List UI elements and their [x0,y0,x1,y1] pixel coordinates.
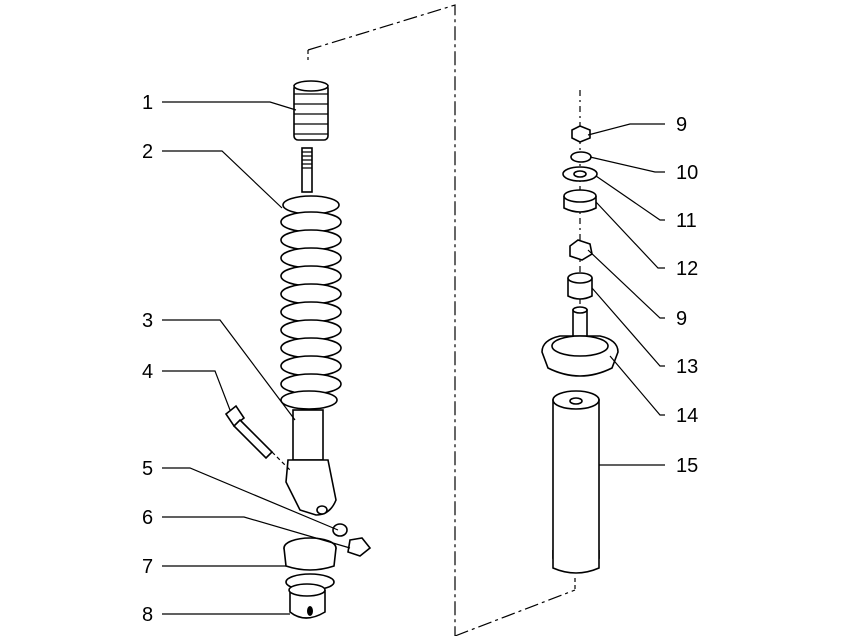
left-assembly [224,80,372,619]
callout-15: 15 [676,455,698,477]
callout-11: 11 [676,210,697,232]
lower-cup-part [288,583,326,619]
washer-10-part [570,151,592,163]
callout-9-top: 9 [676,114,687,136]
callout-12: 12 [676,258,698,280]
spring-seat-part [541,306,619,377]
callout-2: 2 [142,141,153,163]
right-leader-lines [587,123,665,466]
washer-nut-part [332,523,372,557]
callout-1: 1 [142,92,153,114]
shock-body-part [285,409,337,516]
left-callouts: 1 2 3 4 5 6 7 8 [142,92,153,626]
callout-10: 10 [676,162,698,184]
lower-bush-part [567,272,593,300]
callout-5: 5 [142,458,153,480]
callout-14: 14 [676,405,698,427]
callout-6: 6 [142,507,153,529]
callout-3: 3 [142,310,153,332]
callout-4: 4 [142,361,153,383]
threaded-rod [301,147,313,193]
callout-13: 13 [676,356,698,378]
top-nut-part [571,125,591,143]
bolt-part [224,404,291,471]
dashed-frame [307,4,576,636]
upper-bush-part [563,189,597,213]
left-leader-lines [162,101,351,615]
right-callouts: 9 10 11 12 9 13 14 15 [676,114,698,477]
callout-7: 7 [142,556,153,578]
callout-8: 8 [142,604,153,626]
ring-part [283,537,337,591]
bump-stop-part [293,80,329,141]
callout-9-lower: 9 [676,308,687,330]
right-assembly [541,90,619,592]
damper-cartridge-part [552,390,600,592]
coil-spring-part [280,195,342,410]
